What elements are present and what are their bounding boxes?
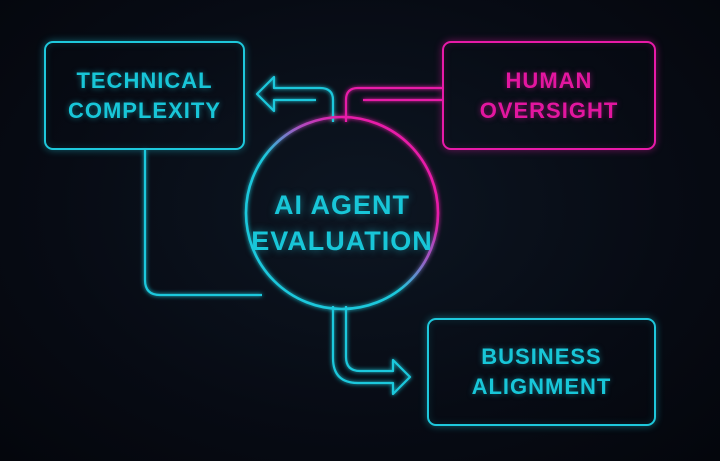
connector-technical-to-center: [143, 150, 262, 297]
arrow-to-business-icon: [331, 306, 412, 396]
node-label-line1: TECHNICAL: [76, 67, 213, 93]
connector-human-to-center: [344, 86, 442, 122]
center-label-line1: AI AGENT: [274, 190, 410, 220]
center-label-line2: EVALUATION: [251, 226, 433, 256]
node-business-alignment: BUSINESS ALIGNMENT: [427, 318, 656, 426]
center-node-label: AI AGENT EVALUATION: [246, 187, 438, 259]
node-human-oversight: HUMAN OVERSIGHT: [442, 41, 656, 150]
node-technical-complexity: TECHNICAL COMPLEXITY: [44, 41, 245, 150]
center-circle: [244, 115, 440, 311]
node-label-line2: COMPLEXITY: [67, 97, 221, 123]
node-label-line2: ALIGNMENT: [471, 374, 612, 399]
node-label-line1: BUSINESS: [481, 344, 602, 369]
node-label-line2: OVERSIGHT: [479, 97, 619, 123]
node-label-line1: HUMAN: [505, 67, 593, 93]
arrow-to-technical-icon: [255, 75, 335, 122]
